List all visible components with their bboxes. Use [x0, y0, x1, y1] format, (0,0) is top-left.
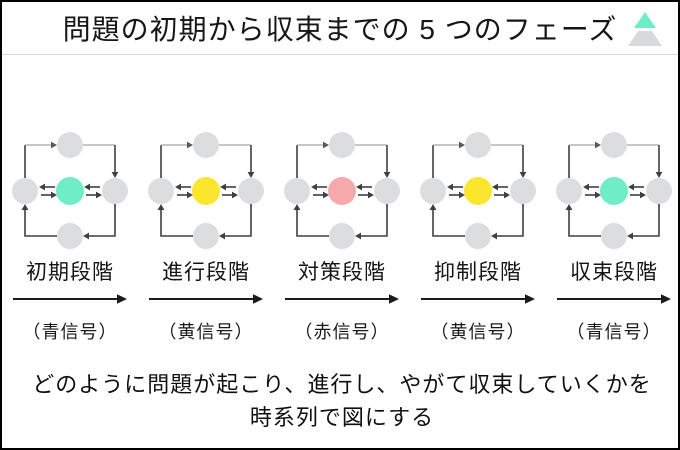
stage-labels-row: 初期段階 （青信号） 進行段階 （黄信号） 対策段階 （赤信号） 抑制段階 — [2, 252, 678, 344]
timeline-arrow-icon — [13, 294, 127, 304]
phase-cluster-4 — [420, 132, 536, 249]
node-left — [12, 178, 38, 204]
stage-col-3: 対策段階 （赤信号） — [274, 252, 410, 344]
stage-col-1: 初期段階 （青信号） — [2, 252, 138, 344]
timeline-arrow-icon — [421, 294, 535, 304]
node-left — [420, 178, 446, 204]
node-top — [57, 132, 83, 158]
caption-line-1: どのように問題が起こり、進行し、やがて収束していくかを — [32, 372, 652, 397]
signal-label: （黄信号） — [158, 322, 254, 342]
signal-label: （青信号） — [566, 322, 662, 342]
node-right — [374, 178, 400, 204]
phase-cluster-1 — [12, 132, 128, 249]
stage-col-2: 進行段階 （黄信号） — [138, 252, 274, 344]
caption: どのように問題が起こり、進行し、やがて収束していくかを 時系列で図にする — [2, 368, 678, 434]
node-center — [192, 177, 220, 205]
phase-clusters-row — [2, 132, 678, 252]
stage-label: 進行段階 — [162, 261, 250, 284]
node-bottom — [193, 223, 219, 249]
node-bottom — [601, 223, 627, 249]
node-right — [102, 178, 128, 204]
signal-label: （赤信号） — [294, 322, 390, 342]
stage-label: 抑制段階 — [434, 261, 522, 284]
node-bottom — [57, 223, 83, 249]
timeline-arrow-icon — [285, 294, 399, 304]
node-right — [646, 178, 672, 204]
timeline-arrow-icon — [149, 294, 263, 304]
node-right — [238, 178, 264, 204]
node-top — [329, 132, 355, 158]
node-center — [600, 177, 628, 205]
node-top — [601, 132, 627, 158]
node-center — [464, 177, 492, 205]
node-right — [510, 178, 536, 204]
node-top — [465, 132, 491, 158]
timeline-arrow-icon — [557, 294, 671, 304]
signal-label: （黄信号） — [430, 322, 526, 342]
signal-label: （青信号） — [22, 322, 118, 342]
node-left — [284, 178, 310, 204]
page-title: 問題の初期から収束までの 5 つのフェーズ — [62, 14, 618, 45]
node-left — [556, 178, 582, 204]
stage-col-5: 収束段階 （青信号） — [546, 252, 678, 344]
node-bottom — [329, 223, 355, 249]
node-center — [56, 177, 84, 205]
stage-label: 対策段階 — [298, 261, 386, 284]
phase-cluster-2 — [148, 132, 264, 249]
node-left — [148, 178, 174, 204]
pyramid-icon — [628, 12, 662, 46]
node-top — [193, 132, 219, 158]
node-center — [328, 177, 356, 205]
stage-col-4: 抑制段階 （黄信号） — [410, 252, 546, 344]
stage-label: 初期段階 — [26, 261, 114, 284]
phase-cluster-5 — [556, 132, 672, 249]
header: 問題の初期から収束までの 5 つのフェーズ — [2, 2, 678, 55]
caption-line-2: 時系列で図にする — [249, 405, 435, 430]
node-bottom — [465, 223, 491, 249]
phase-cluster-3 — [284, 132, 400, 249]
stage-label: 収束段階 — [570, 261, 658, 284]
